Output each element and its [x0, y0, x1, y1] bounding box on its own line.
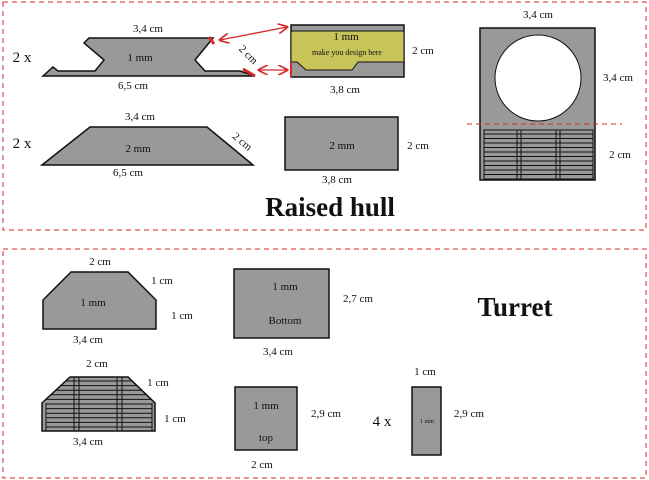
rect-piece: 2 mm 2 cm 3,8 cm	[284, 116, 429, 186]
side-piece: 2 x 3,4 cm 1 mm 6,5 cm 2 cm	[13, 23, 261, 92]
turret-bottom-plate: 1 mm Bottom 2,7 cm 3,4 cm	[233, 268, 373, 358]
dimension-label: 3,4 cm	[133, 23, 163, 35]
thickness-label: 1 mm	[253, 400, 279, 412]
dimension-label: 2 cm	[251, 459, 273, 471]
alignment-arrows	[220, 27, 287, 70]
thickness-label: 1 mm	[420, 419, 434, 425]
dimension-label: 3,4 cm	[263, 346, 293, 358]
dimension-label: 1 cm	[414, 366, 436, 378]
glue-edge-mark	[207, 36, 216, 45]
dimension-label: 6,5 cm	[113, 167, 143, 179]
section-title-turret: Turret	[477, 292, 552, 322]
dimension-label: 2 cm	[86, 358, 108, 370]
dimension-label: 2,7 cm	[343, 293, 373, 305]
multiplier-label: 2 x	[13, 136, 32, 152]
thickness-label: 2 mm	[329, 140, 355, 152]
dimension-label: 1 cm	[164, 413, 186, 425]
raised-hull-frame	[2, 1, 647, 231]
multiplier-label: 4 x	[373, 414, 392, 430]
trapezoid-piece: 2 x 3,4 cm 2 mm 6,5 cm 2 cm	[13, 111, 256, 179]
turret-side-strip: 4 x 1 cm 1 mm 2,9 cm	[373, 366, 484, 456]
thickness-label: 1 mm	[80, 297, 106, 309]
thickness-label: 2 mm	[125, 143, 151, 155]
dimension-label: 3,4 cm	[125, 111, 155, 123]
dimension-label: 3,4 cm	[73, 334, 103, 346]
dimension-label: 1 cm	[151, 275, 173, 287]
dimension-label: 2 cm	[89, 256, 111, 268]
thickness-label: 1 mm	[127, 52, 153, 64]
dimension-label: 3,4 cm	[523, 9, 553, 21]
dimension-label: 6,5 cm	[118, 80, 148, 92]
dimension-label: 2 cm	[609, 149, 631, 161]
section-title-raised-hull: Raised hull	[265, 192, 395, 222]
dimension-label: 2 cm	[407, 140, 429, 152]
design-note: make you design here	[312, 48, 382, 57]
dimension-label: 2 cm	[236, 43, 260, 67]
design-panel: 1 mm make you design here 2 cm 3,8 cm	[290, 24, 434, 96]
dimension-label: 3,8 cm	[322, 174, 352, 186]
dimension-label: 2,9 cm	[311, 408, 341, 420]
dimension-label: 3,4 cm	[603, 72, 633, 84]
dimension-label: 1 cm	[147, 377, 169, 389]
turret-rear-plate: 2 cm 1 cm 1 cm 3,4 cm	[41, 358, 186, 448]
multiplier-label: 2 x	[13, 50, 32, 66]
dimension-label: 2,9 cm	[454, 408, 484, 420]
grille-frame	[483, 129, 594, 180]
turret-front-plate: 2 cm 1 cm 1 mm 1 cm 3,4 cm	[42, 256, 193, 346]
dimension-label: 2 cm	[412, 45, 434, 57]
grille-slats	[45, 377, 153, 431]
front-piece: 3,4 cm 3,4 cm 2 cm	[467, 9, 633, 181]
grille-slats	[483, 129, 594, 180]
thickness-label: 1 mm	[272, 281, 298, 293]
turret-frame	[2, 248, 647, 479]
dimension-label: 3,4 cm	[73, 436, 103, 448]
double-arrow-icon	[220, 27, 287, 40]
dimension-label: 3,8 cm	[330, 84, 360, 96]
thickness-label: 1 mm	[333, 31, 359, 43]
dimension-label: 1 cm	[171, 310, 193, 322]
part-name: Bottom	[268, 315, 301, 327]
turret-top-plate: 1 mm top 2,9 cm 2 cm	[234, 386, 341, 471]
part-name: top	[259, 432, 274, 444]
glue-edge-mark	[242, 67, 256, 78]
